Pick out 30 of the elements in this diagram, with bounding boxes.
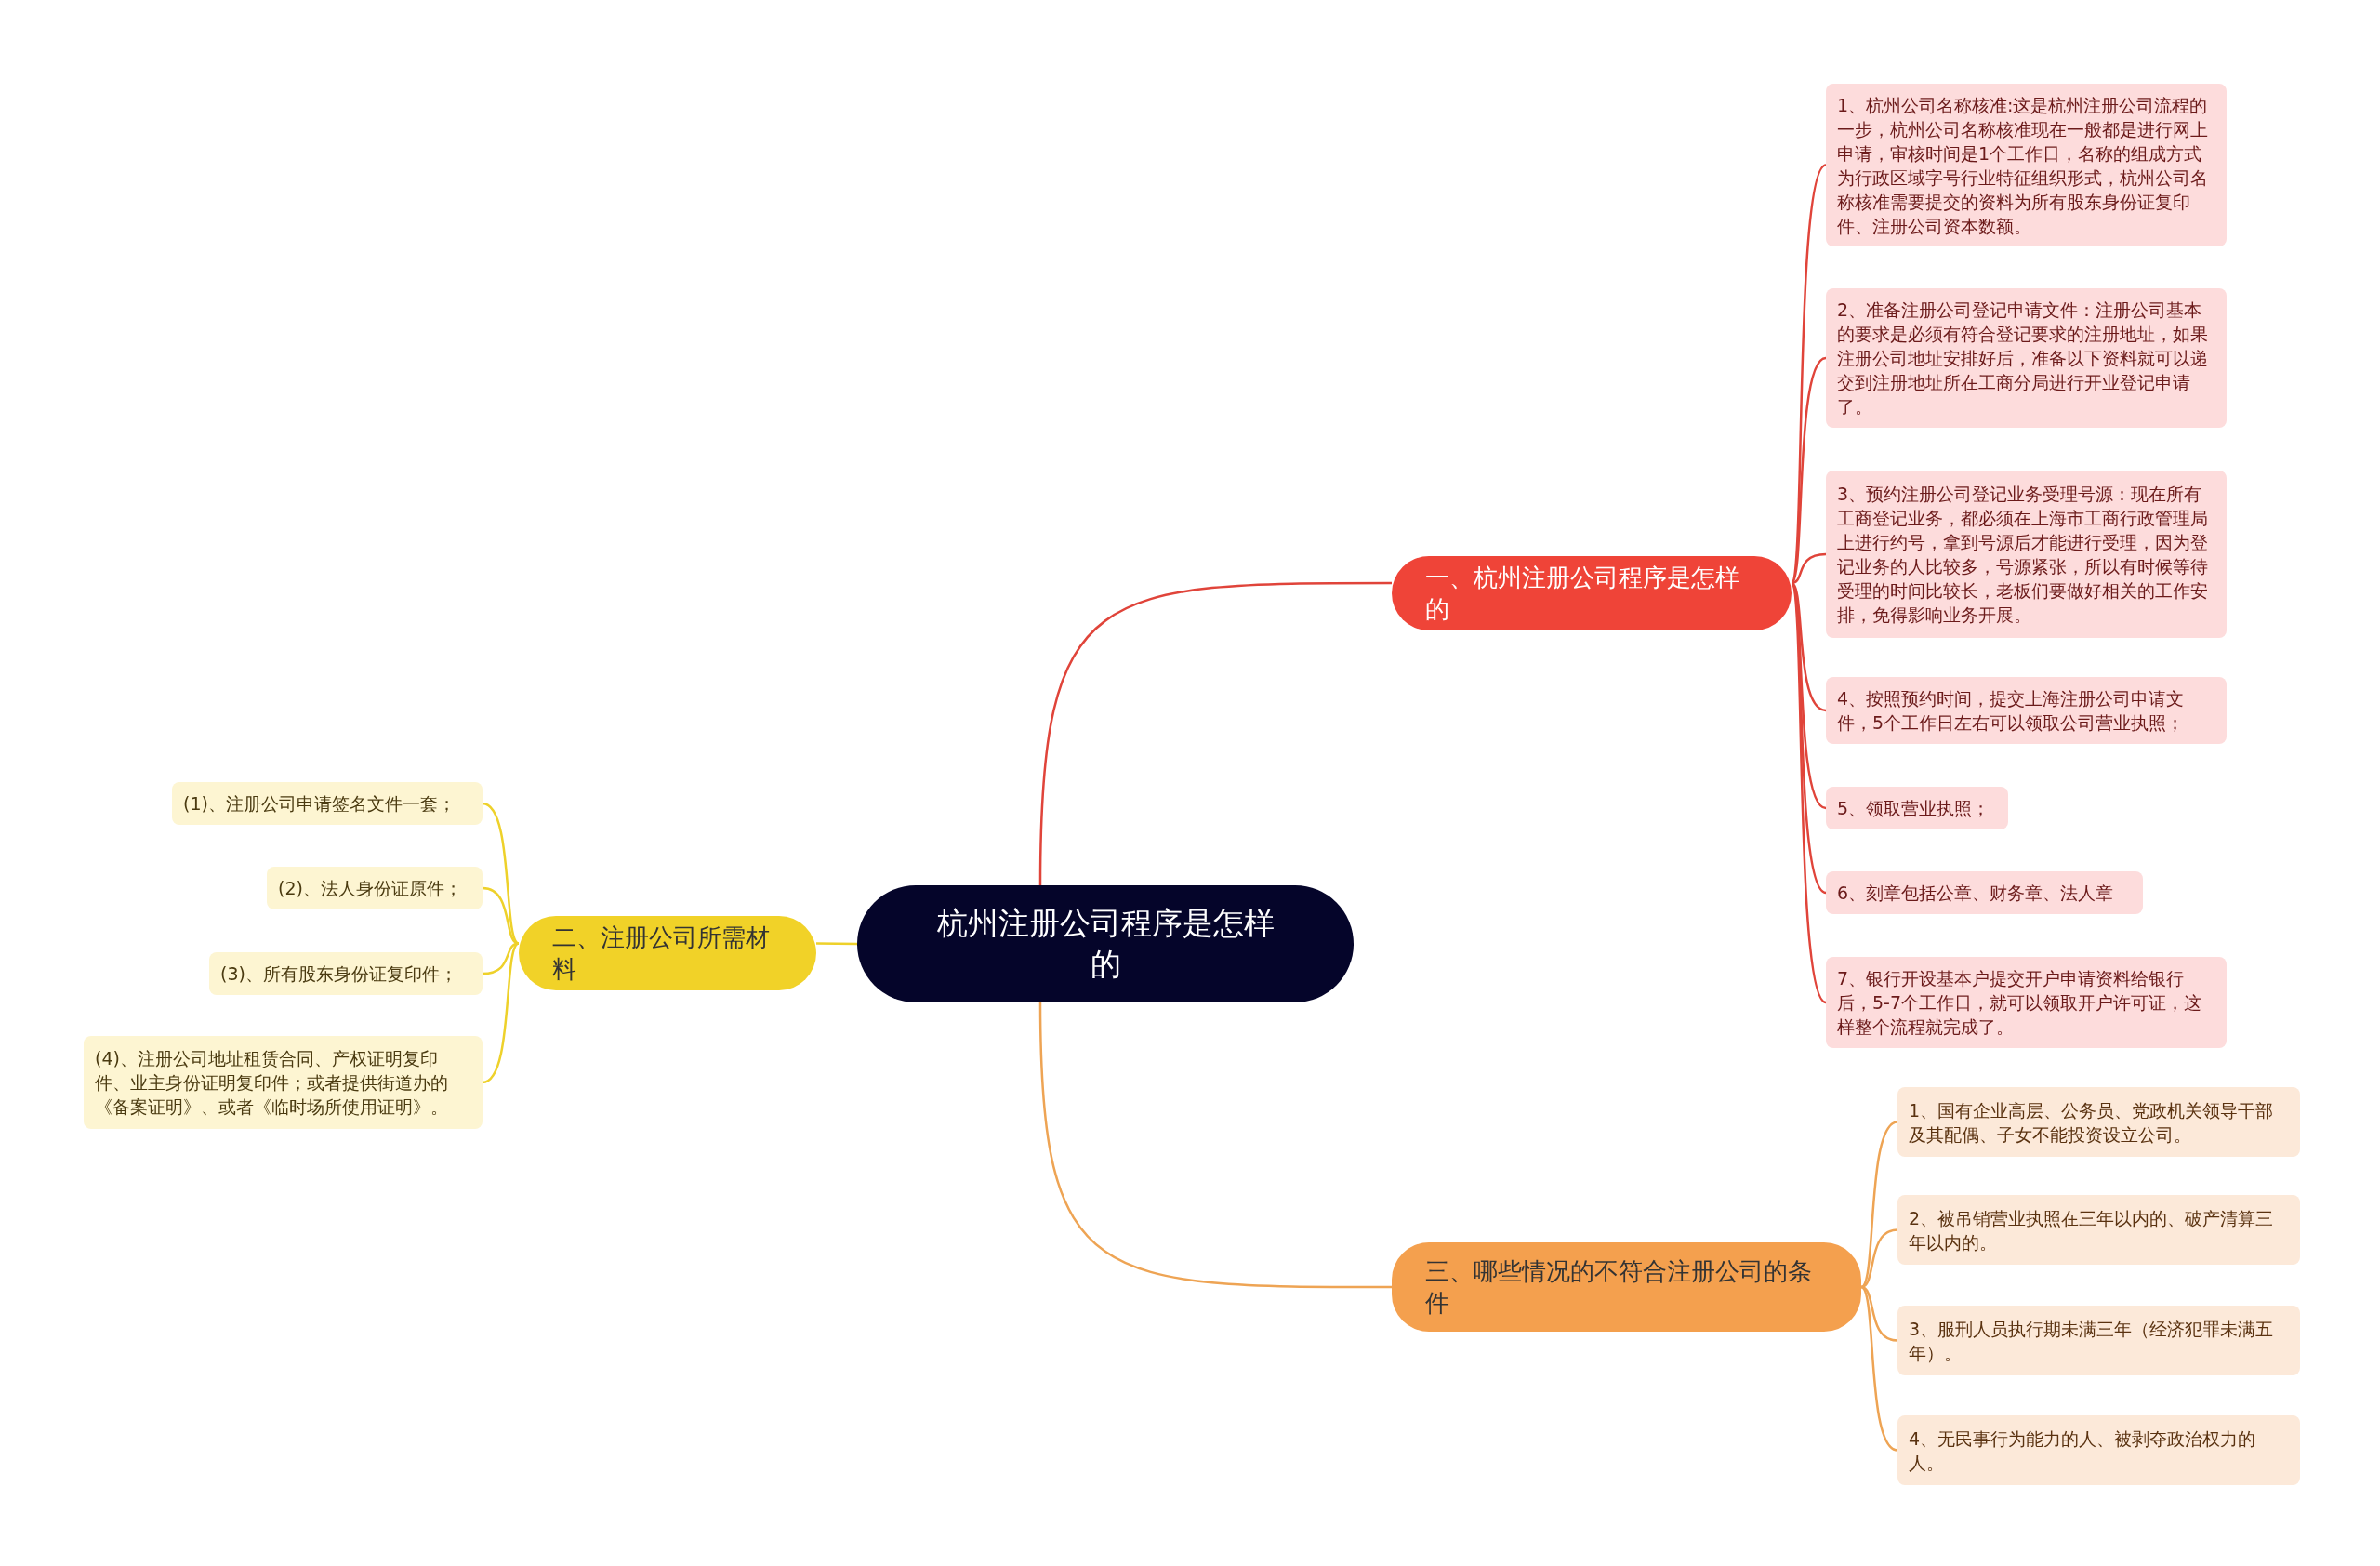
subtopic-box: 2、准备注册公司登记申请文件：注册公司基本的要求是必须有符合登记要求的注册地址，如果注册公司地址安排好后，准备以下资料就可以递交到注册地址所在工商分局进行开业登记申请了。 — [1826, 288, 2227, 428]
subtopic-box: (2)、法人身份证原件； — [267, 867, 483, 909]
connector-line — [1791, 552, 1827, 585]
subtopic-box: 6、刻章包括公章、财务章、法人章 — [1826, 871, 2143, 914]
subtopic-box: 4、按照预约时间，提交上海注册公司申请文件，5个工作日左右可以领取公司营业执照； — [1826, 677, 2227, 744]
subtopic-box: (1)、注册公司申请签名文件一套； — [172, 782, 483, 825]
topic-box: 一、杭州注册公司程序是怎样的 — [1392, 556, 1792, 630]
subtopic-box: 3、预约注册公司登记业务受理号源：现在所有工商登记业务，都必须在上海市工商行政管理局上进行约号，拿到号源后才能进行受理，因为登记业务的人比较多，号源紧张，所以有时候等待受理的时间比较长，老板们要做好相关的工作安排，免得影响业务开展。 — [1826, 471, 2227, 638]
subtopic-box: (3)、所有股东身份证复印件； — [209, 952, 483, 995]
connector-line — [1860, 1286, 1898, 1452]
connector-line — [1038, 1002, 1392, 1289]
connector-line — [482, 942, 520, 1084]
connector-line — [1860, 1228, 1898, 1289]
subtopic-box: (4)、注册公司地址租赁合同、产权证明复印件、业主身份证明复印件；或者提供街道办的《备案证明》、或者《临时场所使用证明》。 — [84, 1036, 483, 1129]
connector-line — [816, 942, 857, 946]
connector-line — [1790, 356, 1827, 584]
connector-line — [1791, 582, 1827, 712]
subtopic-box: 1、杭州公司名称核准:这是杭州注册公司流程的一步，杭州公司名称核准现在一般都是进行网上申请，审核时间是1个工作日，名称的组成方式为行政区域字号行业特征组织形式，杭州公司名称核准需要提交的资料为所有股东身份证复印件、注册公司资本数额。 — [1826, 84, 2227, 246]
subtopic-box: 2、被吊销营业执照在三年以内的、破产清算三年以内的。 — [1897, 1195, 2300, 1265]
topic-box: 二、注册公司所需材料 — [519, 916, 816, 990]
connector-line — [1790, 582, 1827, 1003]
subtopic-box: 7、银行开设基本户提交开户申请资料给银行后，5-7个工作日，就可以领取开户许可证，这样整个流程就完成了。 — [1826, 957, 2227, 1048]
subtopic-box: 5、领取营业执照； — [1826, 787, 2008, 829]
topic-box: 三、哪些情况的不符合注册公司的条件 — [1392, 1242, 1861, 1332]
central-topic: 杭州注册公司程序是怎样的 — [857, 885, 1354, 1002]
connector-line — [1038, 581, 1392, 886]
connector-line — [1860, 1121, 1898, 1288]
subtopic-box: 1、国有企业高层、公务员、党政机关领导干部及其配偶、子女不能投资设立公司。 — [1897, 1087, 2300, 1157]
subtopic-box: 4、无民事行为能力的人、被剥夺政治权力的人。 — [1897, 1415, 2300, 1485]
subtopic-box: 3、服刑人员执行期未满三年（经济犯罪未满五年）。 — [1897, 1306, 2300, 1375]
